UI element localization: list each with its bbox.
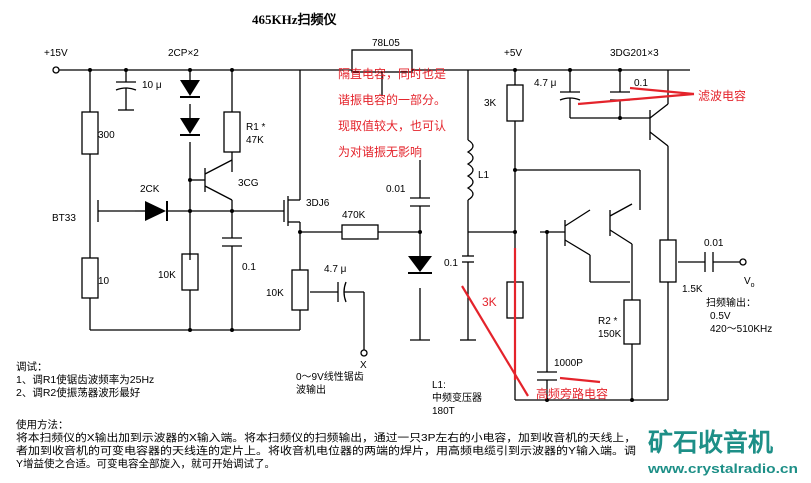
coil-l1-label: L1	[478, 170, 490, 181]
q-3dg-label: 3DG201×3	[610, 48, 659, 59]
watermark-brand: 矿石收音机	[648, 428, 773, 457]
r-10k-a-label: 10K	[158, 270, 176, 281]
output-amplitude: 0.5V	[710, 311, 731, 322]
schematic-title: 465KHz扫频仪	[252, 12, 337, 27]
watermark-url: www.crystalradio.cn	[647, 461, 798, 476]
cap-1000p-label: 1000P	[554, 358, 583, 369]
annotation-dc-block-line1: 隔直电容，同时也是	[338, 66, 446, 81]
cap-001-b-label: 0.01	[704, 238, 724, 249]
annotation-dc-block-line2: 谐振电容的一部分。	[338, 92, 446, 107]
cap-01-a-label: 0.1	[242, 262, 256, 273]
r1-label: R1 *	[246, 122, 266, 133]
tuning-step2: 2、调R2使振荡器波形最好	[16, 386, 141, 399]
r-300-label: 300	[98, 130, 115, 141]
vo-subscript: o	[751, 282, 755, 289]
annotation-filter-cap: 滤波电容	[698, 88, 746, 103]
cap-47u-b-label: 4.7 μ	[534, 78, 557, 89]
annotation-dc-block-line3: 现取值较大，也可认	[338, 118, 446, 133]
x-output-label: X	[360, 360, 367, 371]
cap-01-b-label: 0.1	[634, 78, 648, 89]
tuning-step1: 1、调R1使锯齿波频率为25Hz	[16, 373, 154, 386]
usage-line2: 者加到收音机的可变电容器的天线连的定片上。将收音机电位器的两端的焊片，用高频电缆…	[16, 444, 636, 457]
annotation-rf-bypass: 高频旁路电容	[536, 386, 608, 401]
diodes-2cp-label: 2CP×2	[168, 48, 199, 59]
supply-5v-label: +5V	[504, 48, 522, 59]
r2-value: 150K	[598, 329, 622, 340]
r-3k-label: 3K	[484, 98, 497, 109]
l1-note-line2: 中频变压器	[432, 391, 482, 404]
usage-line1: 将本扫频仪的X输出加到示波器的X输入端。将本扫频仪的扫频输出，通过一只3P左右的…	[16, 431, 636, 444]
pot-10k-label: 10K	[266, 288, 284, 299]
usage-line3: Y增益使之合适。可变电容全部旋入，就可开始调试了。	[16, 457, 275, 470]
cap-47u-a-label: 4.7 μ	[324, 264, 347, 275]
output-title: 扫频输出：	[706, 296, 756, 309]
sweep-output-line1: 0～9V线性锯齿	[296, 370, 364, 383]
r1-value: 47K	[246, 135, 264, 146]
regulator-label: 78L05	[372, 38, 400, 49]
pot-15k-label: 1.5K	[682, 284, 703, 295]
diode-2ck-label: 2CK	[140, 184, 160, 195]
vo-label: Vo	[744, 276, 755, 289]
fet-label: 3DJ6	[306, 198, 330, 209]
r-10-label: 10	[98, 276, 110, 287]
l1-note-line1: L1:	[432, 380, 446, 391]
r-470k-label: 470K	[342, 210, 366, 221]
output-frequency: 420～510KHz	[710, 324, 772, 335]
q-3cg-label: 3CG	[238, 178, 259, 189]
supply-15v-label: +15V	[44, 48, 68, 59]
r2-label: R2 *	[598, 316, 618, 327]
tuning-heading: 调试：	[16, 361, 48, 373]
cap-001-a-label: 0.01	[386, 184, 406, 195]
sweep-output-line2: 波输出	[296, 383, 326, 396]
vo-main: V	[744, 276, 751, 287]
l1-note-line3: 180T	[432, 406, 455, 417]
cap-01-c-label: 0.1	[444, 258, 458, 269]
annotation-dc-block-line4: 为对谐振无影响	[338, 144, 422, 159]
usage-heading: 使用方法：	[16, 418, 69, 431]
ujt-label: BT33	[52, 213, 76, 224]
r-3k-b-label: 3K	[482, 295, 497, 309]
cap-10u-label: 10 μ	[142, 80, 162, 91]
